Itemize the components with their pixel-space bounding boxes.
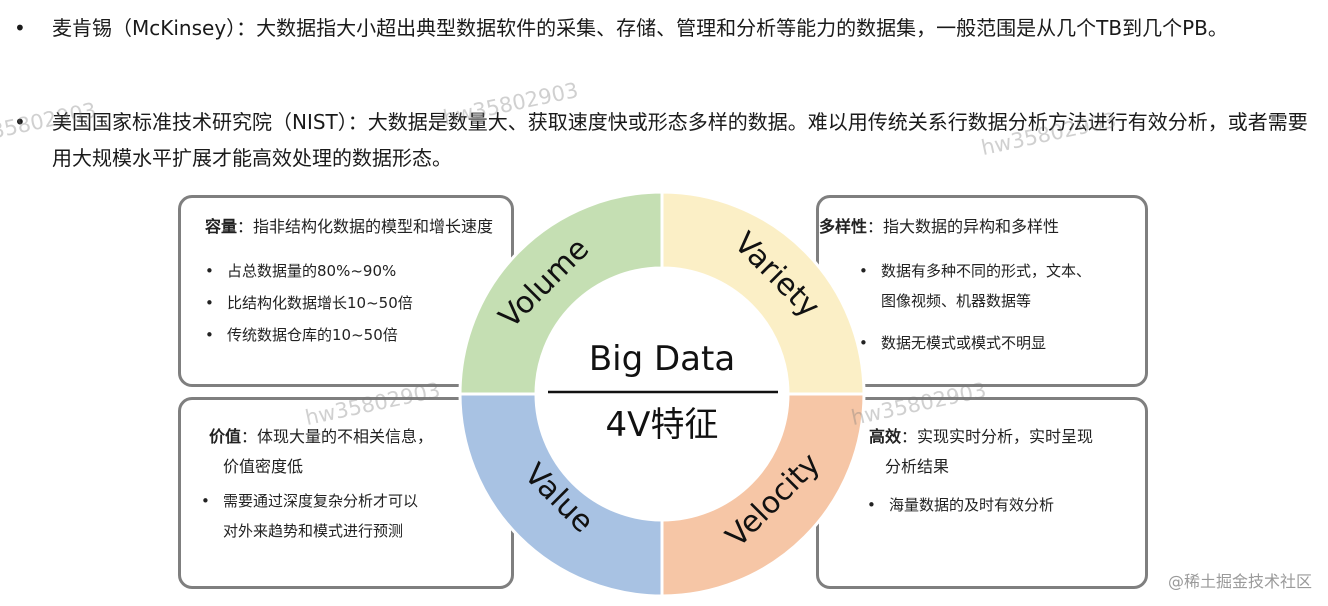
value-title: 价值 [209,427,242,446]
volume-heading: 容量：指非结构化数据的模型和增长速度 [205,214,493,240]
volume-item: •占总数据量的80%~90% [205,262,397,280]
value-item-cont: 对外来趋势和模式进行预测 [223,522,404,540]
variety-item: •数据有多种不同的形式，文本、 [859,262,1092,280]
volume-panel: 容量：指非结构化数据的模型和增长速度 •占总数据量的80%~90% •比结构化数… [178,195,514,387]
variety-item-cont: 图像视频、机器数据等 [881,292,1032,310]
value-desc-cont: 价值密度低 [223,457,304,476]
variety-heading: 多样性：指大数据的异构和多样性 [819,214,1059,240]
velocity-desc-cont: 分析结果 [885,457,950,476]
velocity-panel: 高效：实现实时分析，实时呈现 分析结果 •海量数据的及时有效分析 [816,397,1148,589]
variety-item: •数据无模式或模式不明显 [859,334,1047,352]
velocity-desc: ：实现实时分析，实时呈现 [901,427,1094,446]
volume-desc: ：指非结构化数据的模型和增长速度 [237,217,494,236]
volume-title: 容量 [205,217,238,236]
bullet-dot: • [14,16,26,40]
velocity-item: •海量数据的及时有效分析 [867,496,1055,514]
variety-desc: ：指大数据的异构和多样性 [867,217,1060,236]
center-subtitle: 4V特征 [606,405,719,445]
variety-panel: 多样性：指大数据的异构和多样性 •数据有多种不同的形式，文本、 图像视频、机器数… [816,195,1148,387]
definition-text: 美国国家标准技术研究院（NIST）：大数据是数量大、获取速度快或形态多样的数据。… [52,110,1308,170]
velocity-title: 高效 [869,427,902,446]
definition-text: 麦肯锡（McKinsey）：大数据指大小超出典型数据软件的采集、存储、管理和分析… [52,16,1228,40]
value-desc: ：体现大量的不相关信息， [241,427,434,446]
velocity-heading: 高效：实现实时分析，实时呈现 [869,424,1093,450]
variety-title: 多样性 [819,217,868,236]
volume-item: •传统数据仓库的10~50倍 [205,326,398,344]
value-item: •需要通过深度复杂分析才可以 [201,492,419,510]
value-heading: 价值：体现大量的不相关信息， [209,424,433,450]
value-panel: 价值：体现大量的不相关信息， 价值密度低 •需要通过深度复杂分析才可以 对外来趋… [178,397,514,589]
center-title: Big Data [589,339,735,379]
source-credit: @稀土掘金技术社区 [1167,572,1312,591]
center-circle [536,268,788,520]
volume-item: •比结构化数据增长10~50倍 [205,294,413,312]
bullet-dot: • [14,110,26,134]
